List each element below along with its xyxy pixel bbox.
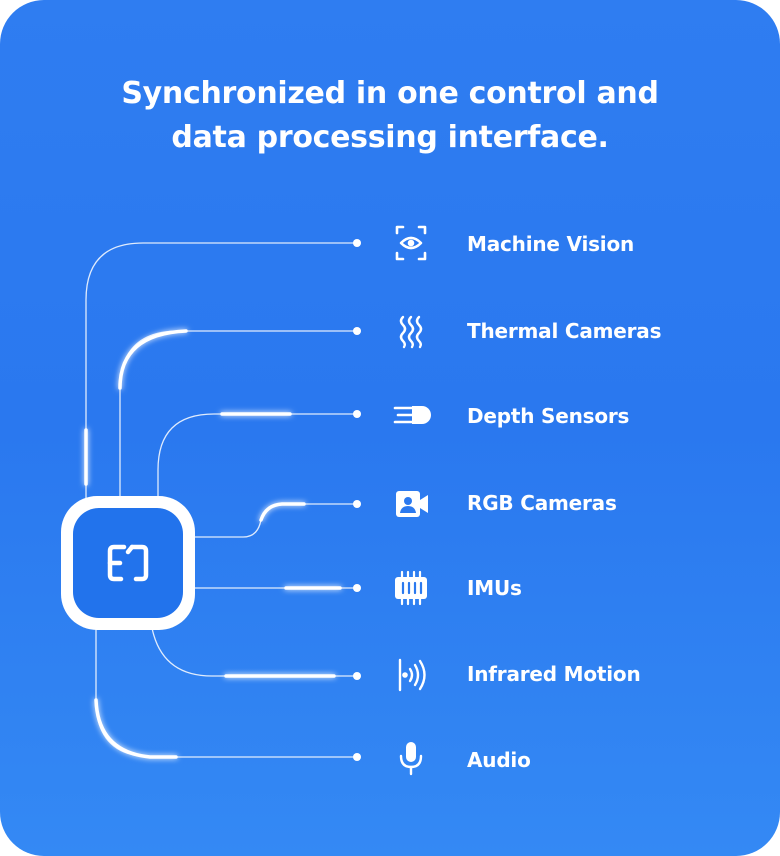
connector-audio	[95, 628, 356, 758]
endpoint-dot	[353, 327, 361, 335]
source-label-machine-vision: Machine Vision	[467, 232, 635, 256]
source-label-rgb-cameras: RGB Cameras	[467, 491, 617, 515]
headline-line-1: Synchronized in one control and	[121, 76, 659, 111]
brand-logo-icon	[107, 544, 149, 582]
glow-segment-2	[118, 329, 188, 390]
source-label-infrared-motion: Infrared Motion	[467, 662, 641, 686]
focus-target-icon	[395, 225, 427, 261]
chip-icon	[395, 570, 427, 606]
endpoint-dot	[353, 500, 361, 508]
connector-depth-sensors	[157, 413, 356, 500]
glow-segment-4	[259, 502, 306, 522]
connector-machine-vision	[85, 242, 356, 500]
hub-node	[61, 496, 195, 630]
motion-signal-icon	[398, 658, 426, 692]
endpoint-dot	[353, 672, 361, 680]
source-label-depth-sensors: Depth Sensors	[467, 404, 630, 428]
source-label-imus: IMUs	[467, 576, 522, 600]
hub-node-inner	[73, 508, 183, 618]
endpoint-dot	[353, 753, 361, 761]
endpoint-dot	[353, 239, 361, 247]
endpoint-dot	[353, 410, 361, 418]
connector-rgb-cameras	[195, 503, 356, 538]
glow-segment-7	[94, 698, 178, 759]
microphone-icon	[399, 742, 423, 776]
endpoint-dot	[353, 584, 361, 592]
headline: Synchronized in one control and data pro…	[0, 72, 780, 160]
source-label-thermal-cameras: Thermal Cameras	[467, 319, 662, 343]
connector-infrared-motion	[151, 627, 356, 677]
speed-lines-icon	[393, 406, 431, 424]
headline-line-2: data processing interface.	[171, 120, 609, 155]
source-label-audio: Audio	[467, 748, 531, 772]
heat-waves-icon	[399, 315, 423, 349]
video-camera-user-icon	[396, 491, 428, 517]
